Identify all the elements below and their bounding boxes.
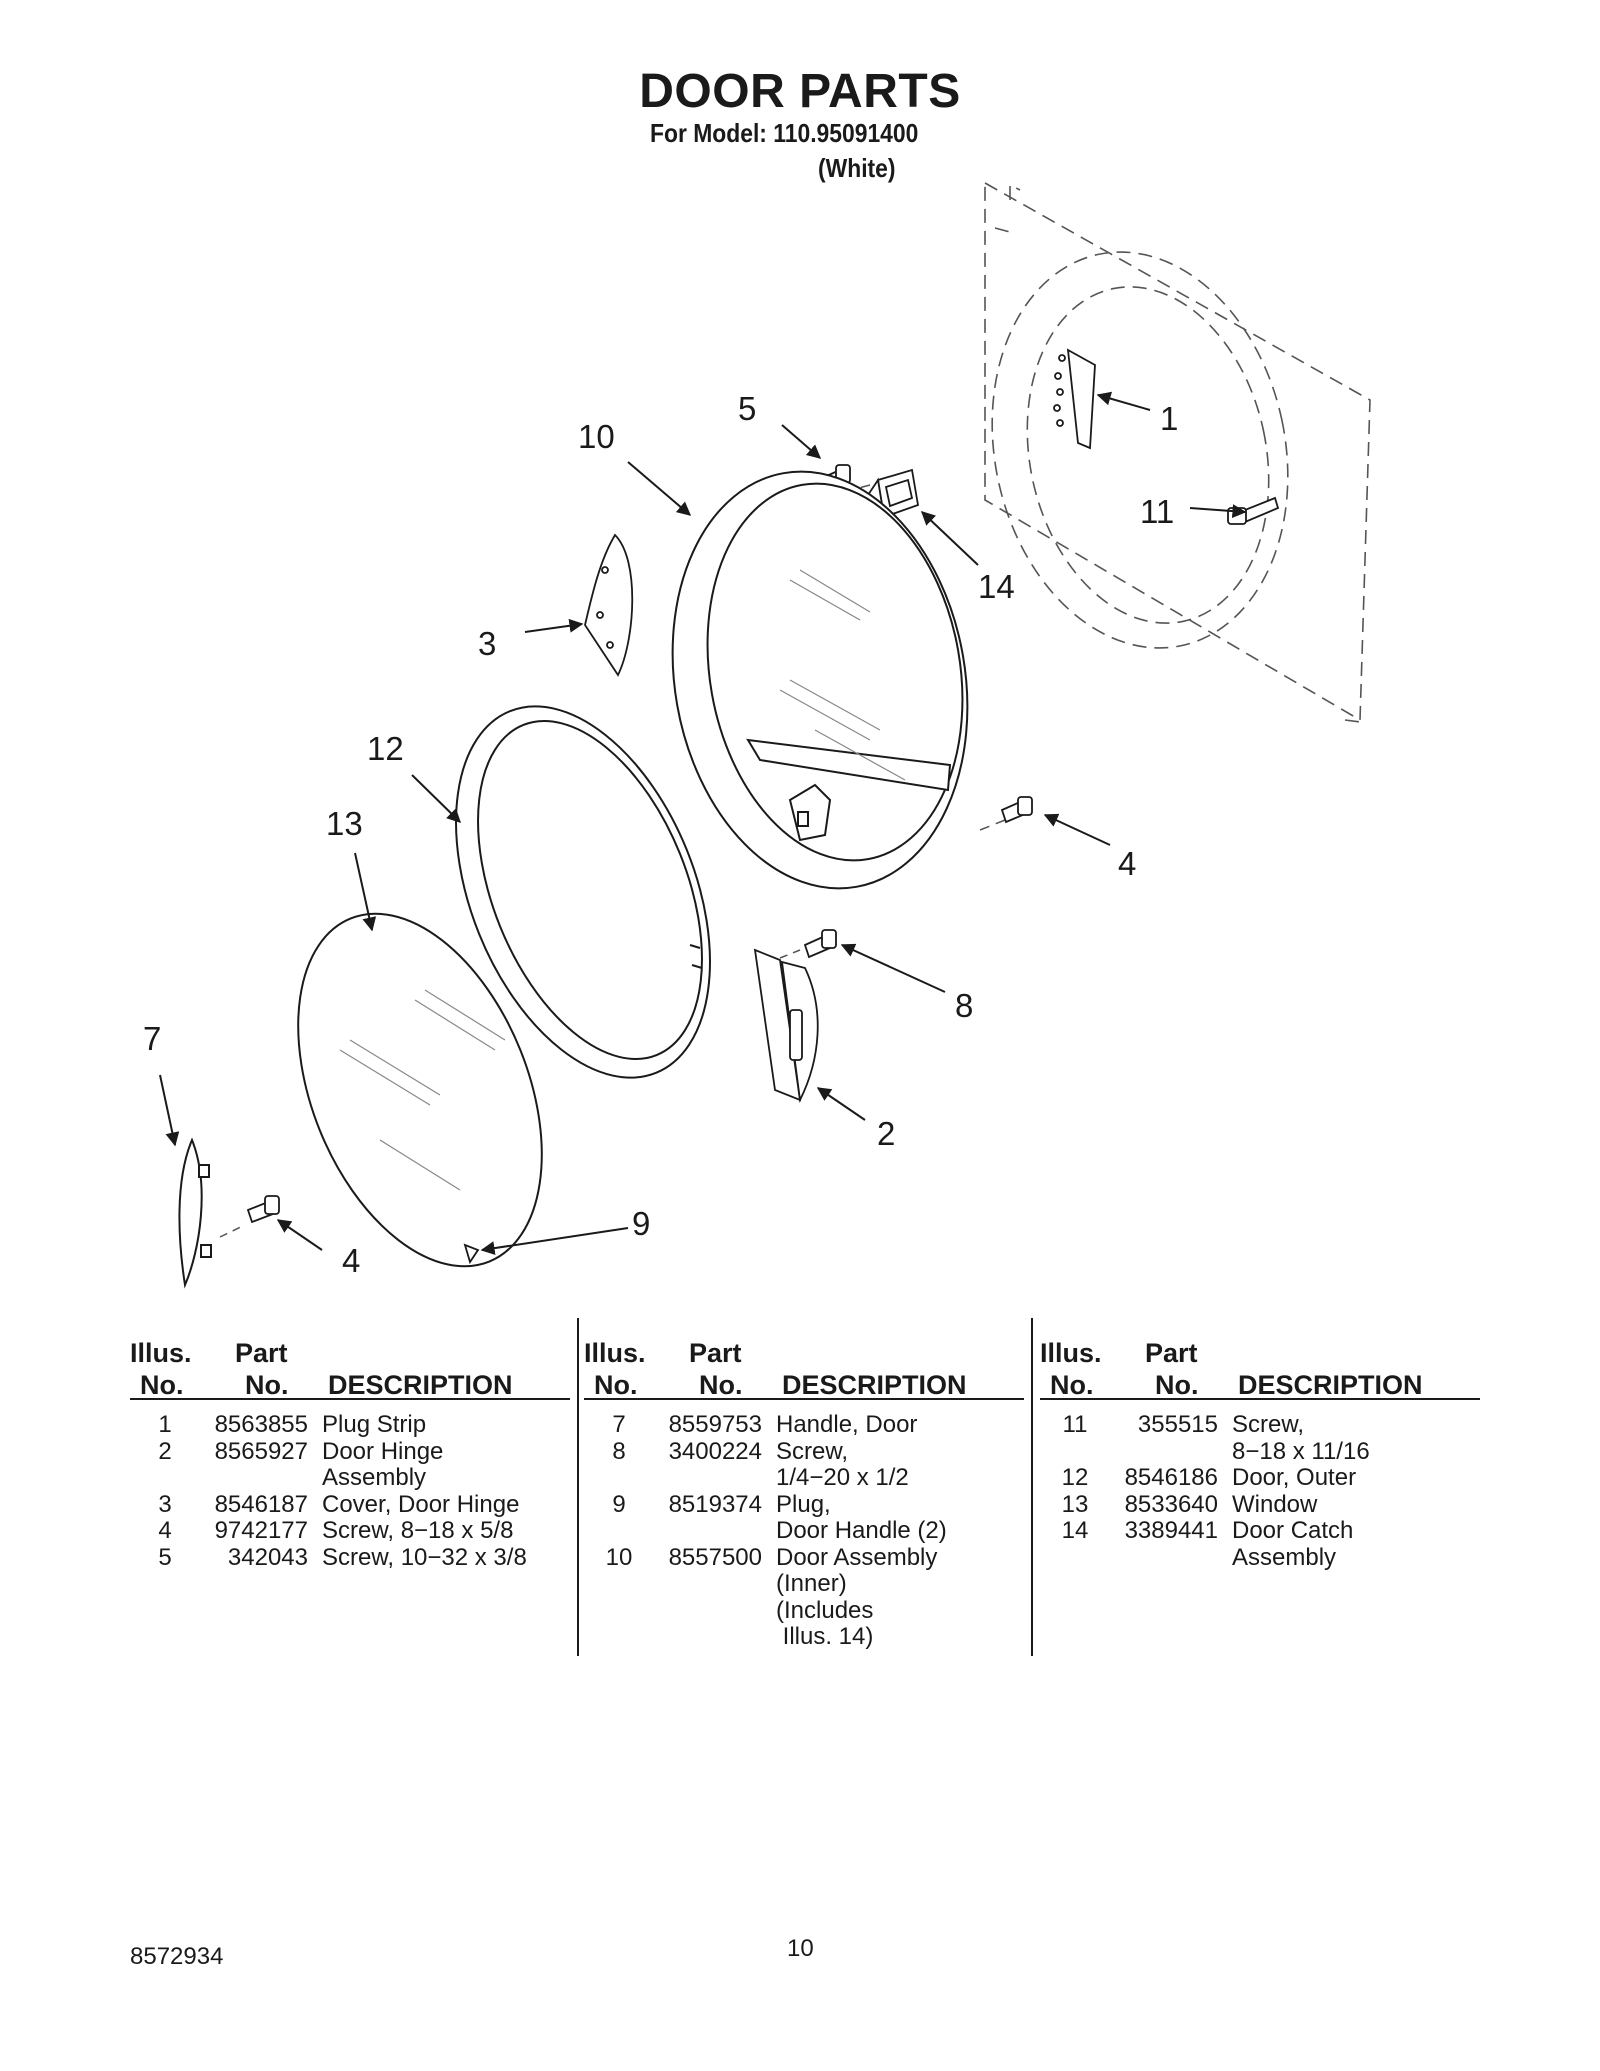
screw-8-part	[803, 929, 837, 959]
callout-7: 7	[143, 1020, 161, 1057]
plug-strip-part	[1053, 348, 1096, 450]
callout-9: 9	[632, 1205, 650, 1242]
callout-3: 3	[478, 625, 496, 662]
callout-8: 8	[955, 987, 973, 1024]
inner-door-part	[671, 470, 969, 890]
callout-1: 1	[1160, 400, 1178, 437]
exploded-door-diagram: 1 2 3 4 4 5 7 8 9 10 11 12 13 14	[143, 181, 1371, 1289]
column-divider	[577, 1318, 579, 1656]
screw-4-left-part	[246, 1195, 280, 1224]
callout-14: 14	[978, 568, 1015, 605]
column-divider	[1031, 1318, 1033, 1656]
callout-12: 12	[367, 730, 404, 767]
callout-11: 11	[1140, 493, 1174, 530]
parts-table-header: Illus. No. Part No. DESCRIPTION	[1040, 1318, 1480, 1400]
document-number: 8572934	[130, 1943, 224, 1970]
page-title: DOOR PARTS	[639, 65, 961, 118]
door-hinge-part	[753, 948, 819, 1104]
callout-5: 5	[738, 390, 756, 427]
hinge-cover-part	[584, 533, 634, 677]
door-handle-part	[178, 1137, 212, 1289]
parts-table-header: Illus. No. Part No. DESCRIPTION	[130, 1318, 570, 1400]
model-number: For Model: 110.95091400	[650, 118, 919, 148]
outer-door-part	[455, 705, 711, 1079]
window-part	[297, 912, 543, 1268]
screw-4-right-part	[1000, 796, 1033, 824]
plug-part	[463, 1243, 480, 1265]
callout-13: 13	[326, 805, 363, 842]
callout-2: 2	[877, 1115, 895, 1152]
callout-4-left: 4	[342, 1242, 360, 1279]
model-color: (White)	[818, 153, 896, 183]
parts-table-header: Illus. No. Part No. DESCRIPTION	[584, 1318, 1024, 1400]
cabinet-front	[984, 181, 1371, 723]
page-number: 10	[787, 1935, 814, 1962]
callout-10: 10	[578, 418, 615, 455]
callout-4-right: 4	[1118, 845, 1136, 882]
